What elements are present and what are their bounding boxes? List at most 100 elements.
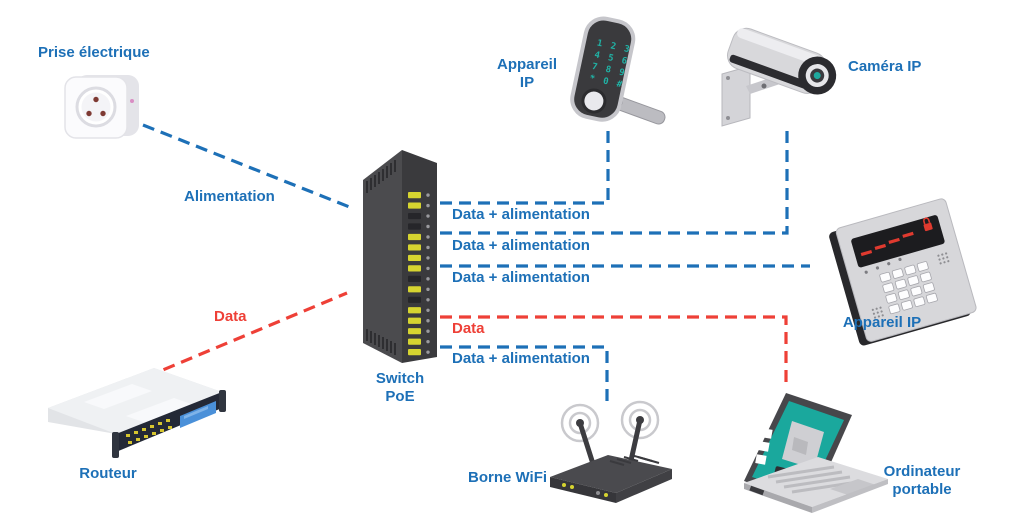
wifi-connection-label: Data + alimentation <box>452 350 590 367</box>
switch-port-7 <box>408 254 421 262</box>
camera-body <box>727 27 837 95</box>
laptop-screen-image-inner <box>792 437 808 455</box>
router-top-chevron-1 <box>84 384 152 409</box>
outlet-hole-top <box>93 96 99 103</box>
poe-switch-illustration <box>358 145 442 370</box>
lock-connection-label: Data + alimentation <box>452 206 590 223</box>
lock-body: 1 2 3 4 5 6 7 8 9 * 0 # <box>570 16 636 122</box>
switch-port-dot-1 <box>426 193 430 197</box>
switch-port-dot-10 <box>426 287 430 292</box>
switch-port-10 <box>408 286 421 293</box>
wifi-body-front <box>550 477 616 503</box>
line-data-power-lock <box>440 124 610 205</box>
switch-port-dot-9 <box>426 277 430 281</box>
panel-display-segments <box>860 217 933 257</box>
wifi-antenna-tip-right <box>636 416 644 424</box>
ip-panel-illustration <box>828 198 986 346</box>
lock-label-line2: IP <box>519 74 535 91</box>
wifi-body-top <box>550 455 672 493</box>
switch-port-dot-8 <box>426 266 430 271</box>
ip-camera-illustration <box>712 22 852 130</box>
switch-port-dot-12 <box>426 308 430 312</box>
panel-speaker-left <box>871 306 884 319</box>
outlet-power-dot <box>130 99 134 103</box>
line-data-laptop <box>440 315 788 389</box>
switch-port-16 <box>408 349 421 356</box>
outlet-illustration <box>60 70 145 145</box>
laptop-keyboard <box>767 465 859 494</box>
outlet-hole-right <box>100 110 106 117</box>
line-data-router-switch <box>145 291 348 379</box>
router-port-leds <box>126 419 172 444</box>
router-screen-line <box>184 406 208 419</box>
router-illustration <box>42 360 242 465</box>
router-top <box>48 368 222 434</box>
switch-label-line2: PoE <box>385 388 415 405</box>
laptop-screen-thumbnails <box>755 428 773 465</box>
wifi-antenna-tip-left <box>576 419 584 427</box>
switch-port-4 <box>408 223 421 230</box>
router-ear-left <box>112 432 119 458</box>
panel-buttons <box>864 257 902 274</box>
laptop-connection-label: Data <box>452 320 485 337</box>
camera-lens-center <box>813 72 821 80</box>
ip-lock-illustration: 1 2 3 4 5 6 7 8 9 * 0 # <box>562 16 672 130</box>
wifi-body-side <box>616 469 672 503</box>
switch-label: Switch PoE <box>358 370 442 406</box>
laptop-label-line1: Ordinateur <box>883 463 961 480</box>
switch-label-line1: Switch <box>375 370 425 387</box>
switch-port-dot-5 <box>426 235 430 239</box>
switch-port-dot-7 <box>426 256 430 260</box>
switch-port-8 <box>408 265 421 272</box>
outlet-hole-left <box>86 110 92 117</box>
switch-port-5 <box>408 233 421 241</box>
switch-port-dot-11 <box>426 298 430 302</box>
camera-connection-label: Data + alimentation <box>452 237 590 254</box>
panel-speaker-right <box>937 252 950 265</box>
lock-knob <box>581 88 607 114</box>
switch-bottom-vents <box>366 329 396 355</box>
switch-port-dot-6 <box>426 245 430 250</box>
switch-port-1 <box>408 192 421 199</box>
outlet-label: Prise électrique <box>38 44 150 61</box>
switch-port-dot-3 <box>426 214 430 218</box>
switch-port-dot-2 <box>426 203 430 208</box>
laptop-illustration <box>730 385 892 515</box>
switch-port-2 <box>408 202 421 209</box>
switch-port-dot-13 <box>426 319 430 323</box>
switch-top-vents <box>366 160 396 193</box>
laptop-right-edge <box>812 479 888 513</box>
router-ear-right <box>219 390 226 412</box>
switch-port-dot-15 <box>426 339 430 344</box>
switch-port-dot-14 <box>426 329 430 333</box>
panel-keypad <box>879 261 938 315</box>
switch-ports <box>408 192 430 356</box>
wifi-label: Borne WiFi <box>468 469 548 486</box>
switch-port-dot-16 <box>426 350 430 354</box>
wifi-leds <box>562 483 608 497</box>
switch-port-9 <box>408 275 421 282</box>
laptop-port <box>749 485 765 496</box>
switch-side-face <box>363 150 402 363</box>
panel-body <box>829 198 977 346</box>
wifi-antennas <box>577 417 643 470</box>
switch-port-15 <box>408 338 421 345</box>
camera-label: Caméra IP <box>848 58 922 75</box>
panel-label: Appareil IP <box>842 314 922 331</box>
wifi-ap-illustration <box>532 393 687 503</box>
switch-port-6 <box>408 244 421 251</box>
switch-port-3 <box>408 212 421 220</box>
laptop-label-line2: portable <box>892 481 952 498</box>
lock-label-line1: Appareil <box>496 56 557 73</box>
laptop-trackpad <box>830 479 876 495</box>
router-label: Routeur <box>79 465 137 482</box>
router-top-chevron-2 <box>126 398 194 423</box>
line-data-power-camera <box>440 131 789 235</box>
lock-label: Appareil IP <box>487 56 567 92</box>
switch-port-dot-4 <box>426 224 430 229</box>
switch-port-14 <box>408 328 421 335</box>
switch-port-13 <box>408 317 421 324</box>
switch-port-12 <box>408 307 421 314</box>
